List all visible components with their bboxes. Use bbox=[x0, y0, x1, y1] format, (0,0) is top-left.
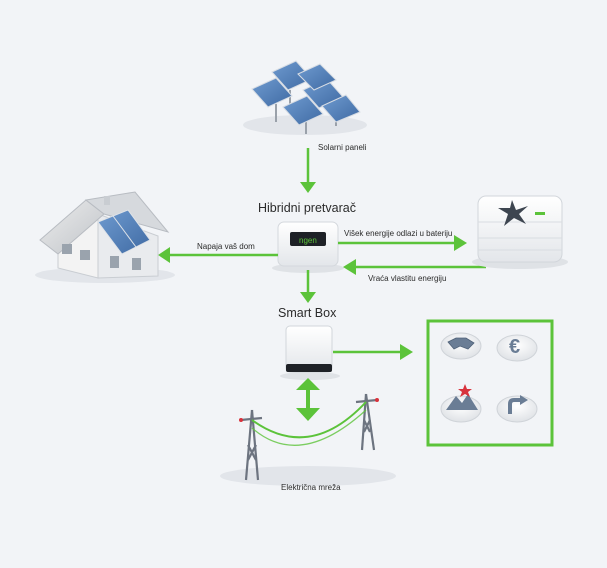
battery-illustration bbox=[472, 195, 568, 269]
arrow-smartbox-grid-bidirectional bbox=[296, 378, 320, 421]
arrow-battery-to-inverter bbox=[343, 259, 486, 275]
benefits-panel: € bbox=[426, 319, 554, 447]
solar-panels-illustration bbox=[243, 60, 367, 135]
smart-box-title: Smart Box bbox=[278, 306, 337, 320]
euro-icon: € bbox=[496, 334, 538, 362]
returns-energy-label: Vraća vlastitu energiju bbox=[368, 274, 446, 283]
hybrid-inverter-title: Hibridni pretvarač bbox=[258, 201, 356, 215]
svg-text:€: € bbox=[509, 336, 520, 358]
surplus-to-battery-label: Višek energije odlazi u bateriju bbox=[344, 229, 452, 238]
inverter-brand-logo: ngen bbox=[299, 236, 317, 245]
power-grid-illustration bbox=[220, 393, 396, 486]
battery-star-icon bbox=[498, 200, 528, 226]
arrow-smartbox-to-benefits bbox=[333, 344, 413, 360]
arrow-inverter-to-battery bbox=[338, 235, 467, 251]
grid-label: Električna mreža bbox=[281, 483, 341, 492]
solar-panels-label: Solarni paneli bbox=[318, 143, 367, 152]
turn-arrow-icon bbox=[496, 395, 538, 423]
arrow-inverter-to-home bbox=[158, 247, 278, 263]
smart-box-illustration bbox=[280, 325, 340, 380]
arrow-inverter-to-smartbox bbox=[300, 270, 316, 303]
powers-home-label: Napaja vaš dom bbox=[197, 242, 255, 251]
handshake-icon bbox=[440, 332, 482, 360]
arrow-panels-to-inverter bbox=[300, 148, 316, 193]
house-illustration bbox=[35, 191, 175, 283]
mountain-peak-icon bbox=[440, 384, 482, 423]
hybrid-inverter-illustration: ngen bbox=[272, 221, 344, 273]
